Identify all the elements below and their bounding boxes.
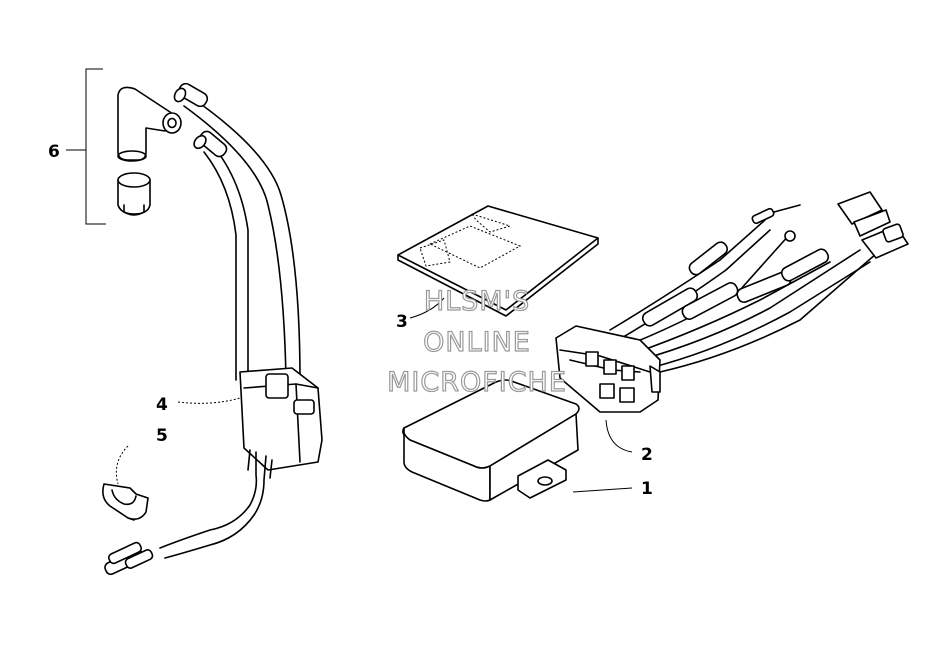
part-5-wire-clamp: [102, 483, 149, 521]
callout-4: 4: [156, 395, 168, 415]
part-4-ignition-coil: [104, 82, 323, 576]
watermark-line-3: MICROFICHE: [387, 367, 567, 398]
callout-labels: 1 2 3 4 5 6: [48, 142, 653, 499]
part-6-spark-plug-cap: [66, 68, 182, 225]
callout-5: 5: [156, 426, 168, 446]
part-3-decal-sheet: [397, 205, 599, 317]
callout-6: 6: [48, 142, 60, 162]
leader-5: [115, 445, 129, 485]
part-6-bracket: [85, 68, 106, 225]
callout-3: 3: [396, 312, 408, 332]
watermark-line-2: ONLINE: [423, 327, 531, 358]
leader-2: [605, 419, 633, 453]
part-1-cdi-module: [402, 379, 580, 502]
part-2-wiring-harness: [555, 191, 909, 413]
watermark-line-1: HLSM'S: [424, 286, 530, 317]
callout-2: 2: [641, 445, 653, 465]
leader-3: [409, 297, 445, 319]
callout-1: 1: [641, 479, 653, 499]
watermark: HLSM'S ONLINE MICROFICHE: [386, 285, 567, 398]
leader-1: [572, 487, 633, 493]
leader-lines: [115, 297, 633, 493]
leader-4: [177, 397, 241, 404]
